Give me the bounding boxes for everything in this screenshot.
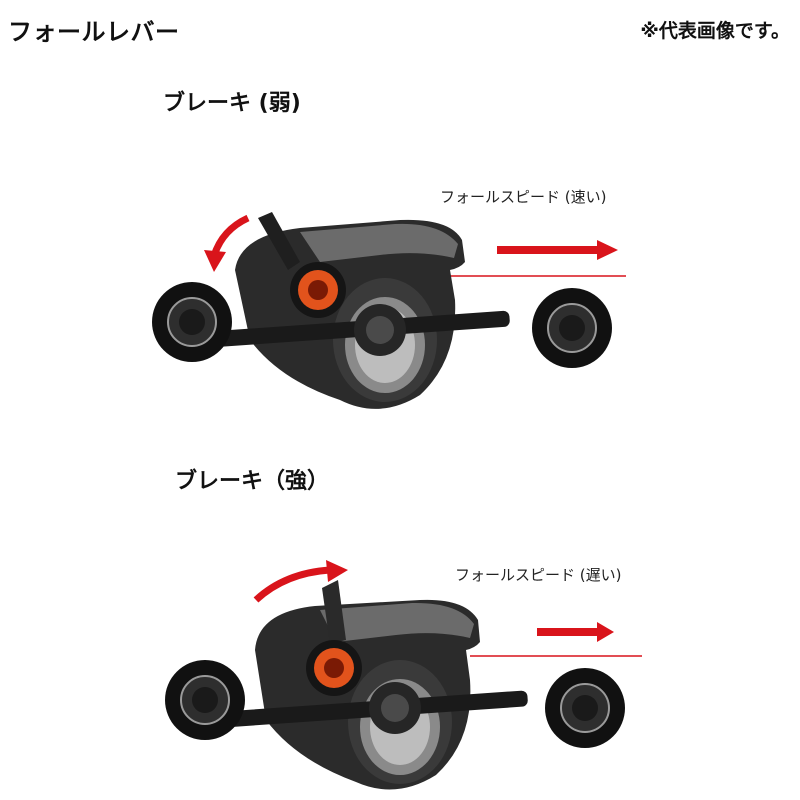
- page-title: フォールレバー: [8, 18, 180, 46]
- fall-speed-arrow-long: [445, 240, 626, 277]
- lever-rotation-arrow: [204, 214, 250, 272]
- lever-rotation-arrow-up: [253, 560, 348, 603]
- fall-speed-arrow-short: [470, 622, 642, 657]
- baitcasting-reel-2: [165, 580, 625, 790]
- brake-label-weak: ブレーキ (弱): [163, 91, 301, 116]
- baitcasting-reel: [152, 212, 612, 409]
- representative-image-note: ※代表画像です。: [640, 20, 790, 42]
- fall-speed-label-fast: フォールスピード (速い): [440, 188, 607, 206]
- brake-label-strong: ブレーキ（強）: [175, 469, 330, 494]
- fall-speed-label-slow: フォールスピード (遅い): [455, 566, 622, 584]
